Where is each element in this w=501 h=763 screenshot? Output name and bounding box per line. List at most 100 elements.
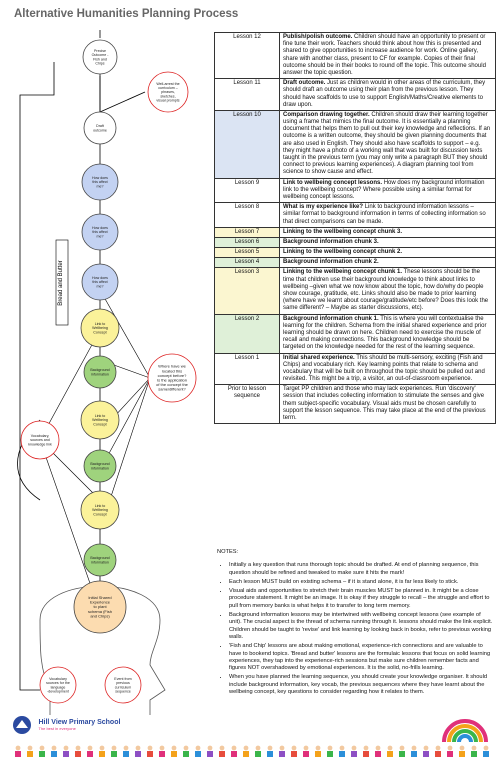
- child-figure-icon: [39, 745, 45, 751]
- child-figure-body: [423, 751, 429, 757]
- diagram-node-link2: [80, 400, 120, 440]
- lesson-text: Link to background information lessons –…: [283, 204, 486, 225]
- child-figure-body: [375, 751, 381, 757]
- diagram-node-text: Link to: [95, 322, 106, 326]
- lesson-heading: What is my experience like?: [283, 204, 364, 211]
- diagram-node-draft: [83, 111, 117, 145]
- diagram-node-text: Well-arrest the: [156, 82, 179, 86]
- diagram-node-text: phrases,: [161, 90, 175, 94]
- child-figure-icon: [255, 745, 261, 751]
- child-figure-body: [435, 751, 441, 757]
- child-figure-body: [87, 751, 93, 757]
- lesson-description: Background information chunk 3.: [279, 236, 496, 249]
- diagram-node-initial: [73, 580, 127, 634]
- diagram-node-text: of the concept the: [156, 382, 189, 387]
- diagram-node-text: Vocabulary,: [31, 434, 50, 438]
- child-figure-body: [135, 751, 141, 757]
- child-figure-body: [363, 751, 369, 757]
- school-crest-icon: [13, 716, 31, 734]
- child-figure-icon: [147, 745, 153, 751]
- diagram-node-text: schema (Fish: [88, 609, 112, 614]
- lesson-description: Comparison drawing together. Children sh…: [279, 109, 496, 179]
- lesson-heading: Background information chunk 3.: [283, 238, 379, 245]
- child-figure-body: [459, 751, 465, 757]
- child-figure-icon: [315, 745, 321, 751]
- diagram-node-text: Wellbeing: [92, 326, 108, 330]
- note-item: Each lesson MUST build on existing schem…: [229, 579, 493, 586]
- lesson-description: Publish/polish outcome. Children should …: [279, 31, 496, 80]
- child-figure-body: [39, 751, 45, 757]
- child-figure-icon: [483, 745, 489, 751]
- child-figure-icon: [411, 745, 417, 751]
- lesson-description: Linking to the wellbeing concept chunk 3…: [279, 226, 496, 238]
- child-figure-body: [75, 751, 81, 757]
- lesson-description: Draft outcome. Just as children would in…: [279, 78, 496, 111]
- child-figure-body: [291, 751, 297, 757]
- diagram-node-outcome: [82, 39, 118, 75]
- diagram-node-text: this affect: [92, 180, 107, 184]
- diagram-node-text: previous: [116, 681, 130, 685]
- child-figure-icon: [27, 745, 33, 751]
- diagram-node-text: sources and: [30, 438, 50, 442]
- diagram-node-text: sequence: [115, 690, 131, 694]
- diagram-node-text: me?: [97, 234, 104, 238]
- child-figure-body: [51, 751, 57, 757]
- child-figure-icon: [351, 745, 357, 751]
- diagram-node-text: outcome: [93, 128, 107, 132]
- notes-list: Initially a key question that runs thoro…: [217, 562, 493, 696]
- diagram-node-text: Concept: [93, 330, 106, 334]
- lesson-label: Lesson 10: [214, 109, 280, 179]
- child-figure-body: [303, 751, 309, 757]
- diagram-node-text: Experience: [90, 600, 111, 605]
- child-figure-body: [63, 751, 69, 757]
- diagram-node-link1: [80, 308, 120, 348]
- diagram-node-text: Wellbeing: [92, 418, 108, 422]
- child-figure-body: [399, 751, 405, 757]
- child-figure-icon: [339, 745, 345, 751]
- lesson-text: This should be multi-sensory, exciting (…: [283, 354, 485, 383]
- child-figure-icon: [459, 745, 465, 751]
- child-figure-icon: [183, 745, 189, 751]
- child-figure-body: [159, 751, 165, 757]
- diagram-node-text: Outcome -: [92, 53, 110, 57]
- lesson-label: Lesson 4: [214, 257, 280, 269]
- diagram-node-text: How does: [92, 226, 108, 230]
- lesson-text: Children should draw their learning toge…: [283, 111, 491, 176]
- lesson-heading: Linking to the wellbeing concept chunk 2…: [283, 249, 403, 256]
- school-name: Hill View Primary School: [38, 719, 121, 726]
- child-figure-icon: [231, 745, 237, 751]
- child-figure-icon: [303, 745, 309, 751]
- diagram-node-text: Initial Shared: [88, 595, 111, 600]
- child-figure-body: [243, 751, 249, 757]
- child-figure-icon: [111, 745, 117, 751]
- diagram-node-bg3: [83, 543, 117, 577]
- child-figure-body: [15, 751, 21, 757]
- lesson-heading: Linking to the wellbeing concept chunk 1…: [283, 269, 403, 276]
- diagram-node-text: Background: [90, 462, 109, 466]
- diagram-node-q1: [81, 163, 119, 201]
- diagram-node-text: Background: [90, 556, 109, 560]
- diagram-node-text: sketches,: [160, 94, 175, 98]
- lesson-label: Lesson 2: [214, 313, 280, 354]
- diagram-node-link3: [80, 490, 120, 530]
- diagram-node-text: information: [91, 466, 109, 470]
- diagram-node-text: sources for the: [46, 681, 70, 685]
- child-figure-icon: [135, 745, 141, 751]
- child-figure-body: [411, 751, 417, 757]
- diagram-node-text: Fish and: [93, 57, 107, 61]
- bread-and-butter-label: Bread and Butter: [58, 260, 64, 305]
- child-figure-body: [327, 751, 333, 757]
- lesson-label: Lesson 1: [214, 352, 280, 386]
- child-figure-icon: [243, 745, 249, 751]
- diagram-node-text: Chips: [95, 62, 104, 66]
- school-tagline: The best in everyone: [38, 726, 76, 731]
- diagram-node-text: and Chips): [90, 613, 110, 618]
- lesson-heading: Link to wellbeing concept lessons.: [283, 179, 383, 186]
